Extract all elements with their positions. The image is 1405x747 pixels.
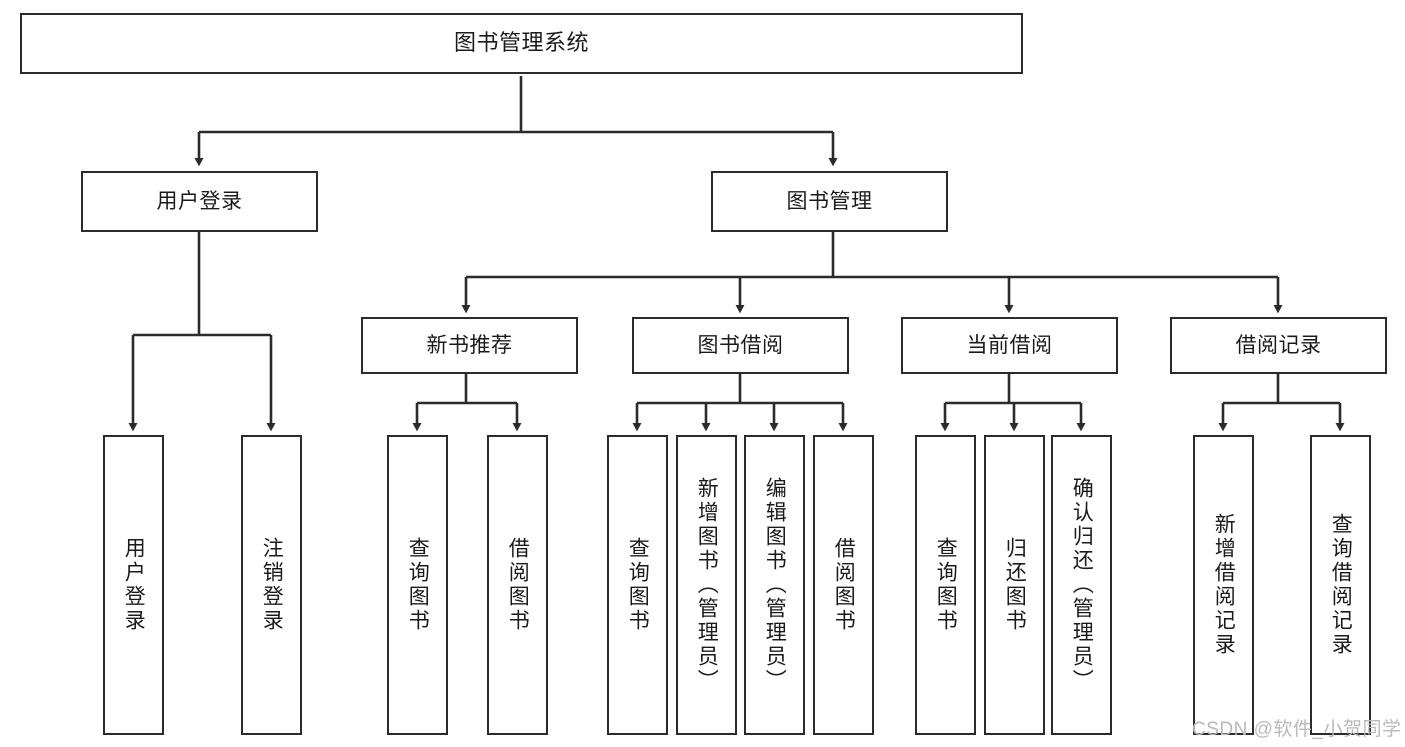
node-label: 查询图书	[626, 537, 650, 633]
node-label: 借阅图书	[832, 537, 856, 633]
node-label: 归还图书	[1003, 537, 1027, 633]
node-label: 新书推荐	[426, 333, 513, 357]
node-label: 图书管理	[786, 189, 873, 213]
node-label: 确认归还（管理员）	[1070, 477, 1094, 693]
node-label: 查询借阅记录	[1329, 513, 1353, 657]
node-label: 查询图书	[406, 537, 430, 633]
node-label: 图书管理系统	[453, 30, 589, 56]
node-user-login[interactable]: 用户登录	[81, 171, 318, 232]
node-leaf-user-login[interactable]: 用户登录	[103, 435, 164, 735]
node-root-book-management-system[interactable]: 图书管理系统	[20, 13, 1023, 74]
node-leaf-query-book-1[interactable]: 查询图书	[387, 435, 448, 735]
node-leaf-borrow-book-1[interactable]: 借阅图书	[487, 435, 548, 735]
node-leaf-add-record[interactable]: 新增借阅记录	[1193, 435, 1254, 735]
node-label: 用户登录	[122, 537, 146, 633]
node-borrow-record[interactable]: 借阅记录	[1170, 317, 1387, 374]
node-book-management[interactable]: 图书管理	[711, 171, 948, 232]
node-leaf-query-record[interactable]: 查询借阅记录	[1310, 435, 1371, 735]
node-label: 查询图书	[934, 537, 958, 633]
node-leaf-confirm-return[interactable]: 确认归还（管理员）	[1051, 435, 1112, 735]
node-leaf-query-book-2[interactable]: 查询图书	[607, 435, 668, 735]
node-leaf-query-book-3[interactable]: 查询图书	[915, 435, 976, 735]
node-label: 编辑图书（管理员）	[763, 477, 787, 693]
node-label: 借阅记录	[1235, 333, 1322, 357]
node-label: 注销登录	[260, 537, 284, 633]
node-book-borrow[interactable]: 图书借阅	[632, 317, 849, 374]
node-label: 新增图书（管理员）	[695, 477, 719, 693]
node-leaf-edit-book[interactable]: 编辑图书（管理员）	[744, 435, 805, 735]
node-leaf-add-book[interactable]: 新增图书（管理员）	[676, 435, 737, 735]
node-current-borrow[interactable]: 当前借阅	[901, 317, 1118, 374]
node-new-book-recommend[interactable]: 新书推荐	[361, 317, 578, 374]
node-label: 借阅图书	[506, 537, 530, 633]
node-label: 新增借阅记录	[1212, 513, 1236, 657]
node-leaf-borrow-book-2[interactable]: 借阅图书	[813, 435, 874, 735]
node-leaf-logout-login[interactable]: 注销登录	[241, 435, 302, 735]
node-label: 图书借阅	[697, 333, 784, 357]
node-label: 当前借阅	[966, 333, 1053, 357]
node-label: 用户登录	[156, 189, 243, 213]
node-leaf-return-book[interactable]: 归还图书	[984, 435, 1045, 735]
csdn-watermark: CSDN @软件_小贺同学	[1192, 719, 1402, 740]
